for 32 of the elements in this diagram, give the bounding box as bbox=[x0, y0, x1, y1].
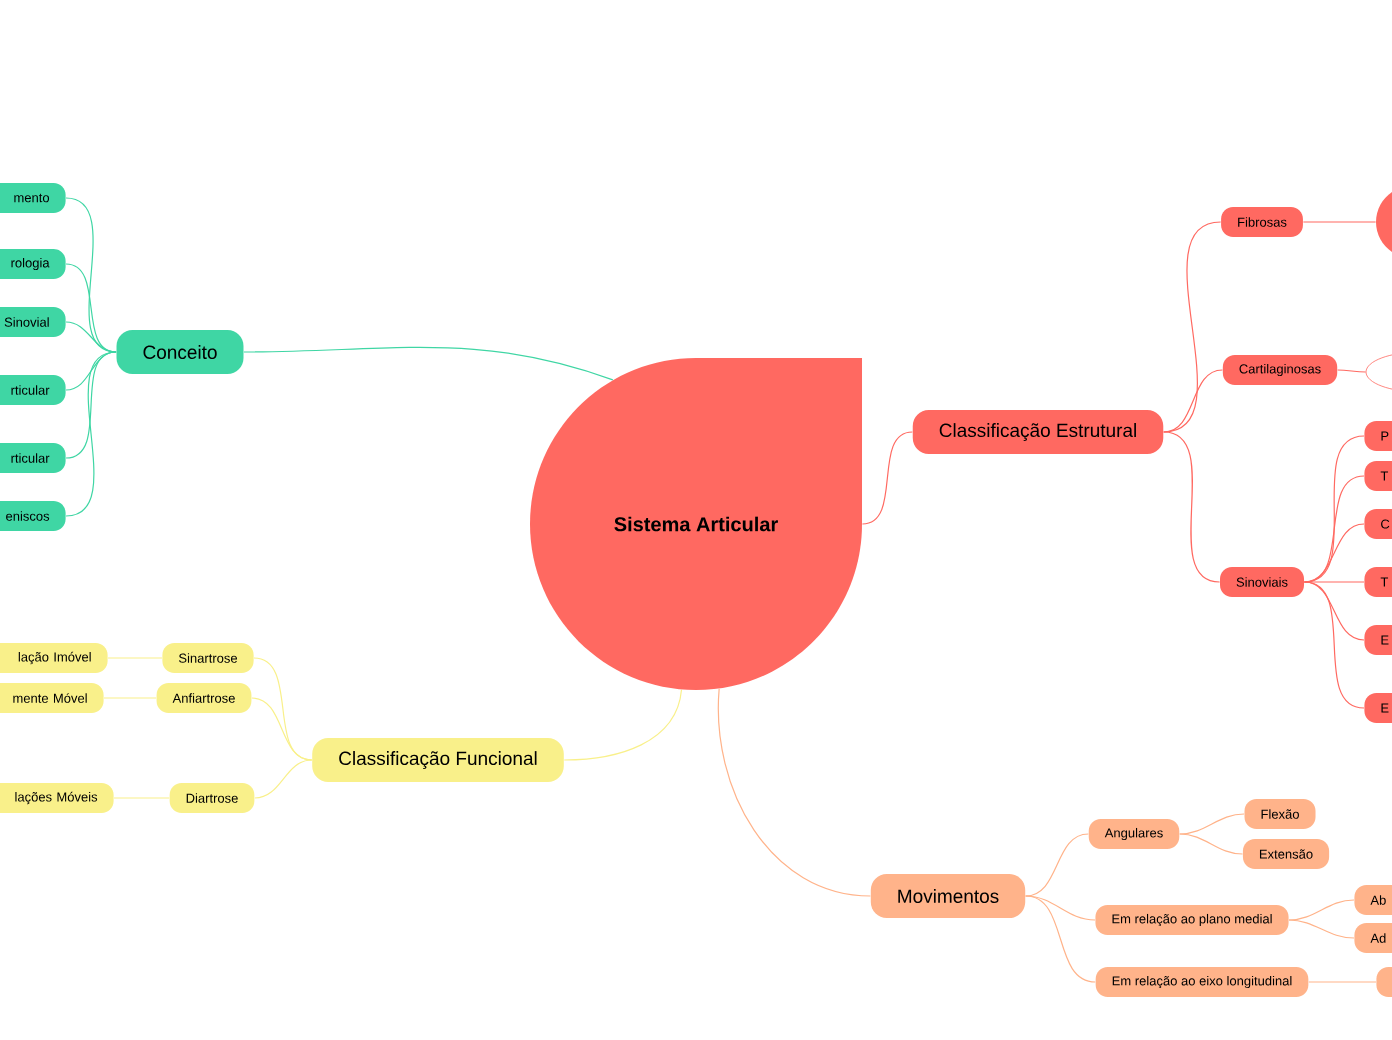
connector bbox=[65, 351, 117, 391]
connector bbox=[1025, 833, 1089, 897]
connector bbox=[1303, 581, 1365, 709]
connector bbox=[251, 697, 313, 761]
topic-box: Conceito bbox=[116, 330, 244, 374]
connector bbox=[1288, 899, 1355, 921]
connector bbox=[1303, 581, 1365, 583]
connector bbox=[65, 321, 117, 353]
topic-box: Movimentos bbox=[870, 874, 1026, 918]
connector bbox=[1288, 919, 1355, 939]
connector bbox=[1179, 833, 1244, 855]
topic-box: Classificação Funcional bbox=[312, 738, 564, 782]
connector bbox=[861, 431, 913, 525]
topic-box: Classificação Estrutural bbox=[912, 410, 1164, 454]
connector bbox=[103, 697, 157, 699]
connector bbox=[107, 657, 163, 659]
connector bbox=[1025, 895, 1096, 921]
connector bbox=[113, 797, 170, 799]
connector bbox=[1337, 369, 1367, 373]
connector bbox=[1179, 813, 1245, 835]
connector bbox=[1163, 369, 1223, 433]
connector bbox=[1025, 895, 1096, 983]
connector bbox=[243, 346, 614, 381]
connector bbox=[1308, 981, 1377, 983]
connector bbox=[1302, 221, 1377, 223]
connector bbox=[1163, 431, 1221, 583]
connector bbox=[563, 689, 683, 761]
central-topic: Sistema Articular bbox=[530, 358, 862, 690]
connector bbox=[254, 759, 313, 799]
connector bbox=[717, 688, 871, 897]
connector bbox=[65, 351, 117, 517]
subtopic-box bbox=[1376, 967, 1392, 997]
